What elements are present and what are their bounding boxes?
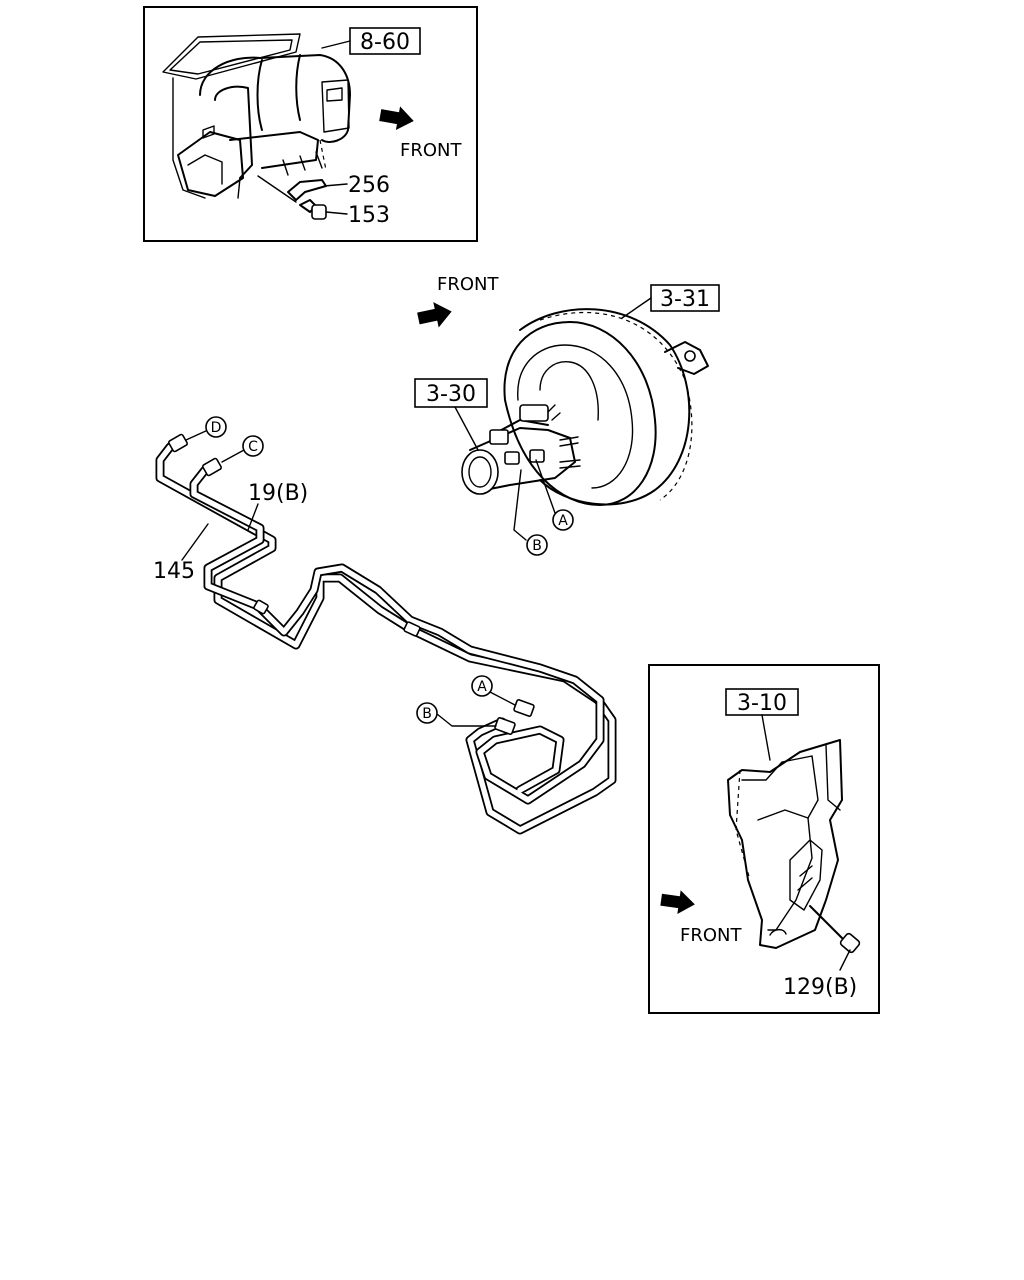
heater-unit-drawing <box>162 33 351 220</box>
svg-text:D: D <box>211 420 222 436</box>
ref-label-3-10: 3-10 <box>737 691 787 716</box>
ref-box-3-31 <box>650 284 720 312</box>
part-label-153: 153 <box>348 203 390 228</box>
ref-box-3-30 <box>414 378 488 408</box>
svg-text:C: C <box>248 439 258 455</box>
brake-pipe-19b <box>189 465 605 805</box>
callout-b-booster: B <box>526 534 548 556</box>
front-label-bracket: FRONT <box>680 925 742 946</box>
callout-d-pipe: D <box>205 416 227 438</box>
part-label-129b: 129(B) <box>783 975 857 1000</box>
bolt-129b-shape <box>809 905 861 954</box>
svg-text:A: A <box>558 513 568 529</box>
heater-unit-inset: 8-60 FRONT 256 153 <box>143 6 478 242</box>
callout-a-booster: A <box>552 509 574 531</box>
brake-pipes-group: 145 19(B) D C A B <box>153 416 617 835</box>
front-direction-arrow-icon <box>417 302 452 328</box>
part-label-19b: 19(B) <box>248 481 308 506</box>
front-direction-arrow-icon <box>379 106 414 130</box>
pedal-bracket-drawing <box>727 739 843 949</box>
clip-256-shape <box>287 179 327 201</box>
ref-box-3-10 <box>725 688 799 716</box>
bolt-153-shape <box>299 199 327 220</box>
svg-text:B: B <box>532 538 542 554</box>
heater-inset-frame <box>143 6 478 242</box>
front-label-booster: FRONT <box>437 274 499 295</box>
svg-text:B: B <box>422 706 432 722</box>
callout-c-pipe: C <box>242 435 264 457</box>
ref-label-8-60: 8-60 <box>360 30 410 55</box>
bracket-inset-frame <box>648 664 880 1014</box>
front-label-heater: FRONT <box>400 140 462 161</box>
callout-b-pipe: B <box>416 702 438 724</box>
brake-pipe-145 <box>155 442 617 835</box>
part-label-256: 256 <box>348 173 390 198</box>
brake-booster-group: FRONT 3-31 3-3 <box>414 274 720 556</box>
pipe-fittings <box>168 433 535 735</box>
booster-drawing <box>461 308 709 506</box>
part-label-145: 145 <box>153 559 195 584</box>
ref-label-3-31: 3-31 <box>660 287 710 312</box>
ref-label-3-30: 3-30 <box>426 382 476 407</box>
pedal-bracket-inset: 3-10 FRONT 129(B) <box>648 664 880 1014</box>
callout-a-pipe: A <box>471 675 493 697</box>
front-direction-arrow-icon <box>660 890 695 915</box>
svg-text:A: A <box>477 679 487 695</box>
